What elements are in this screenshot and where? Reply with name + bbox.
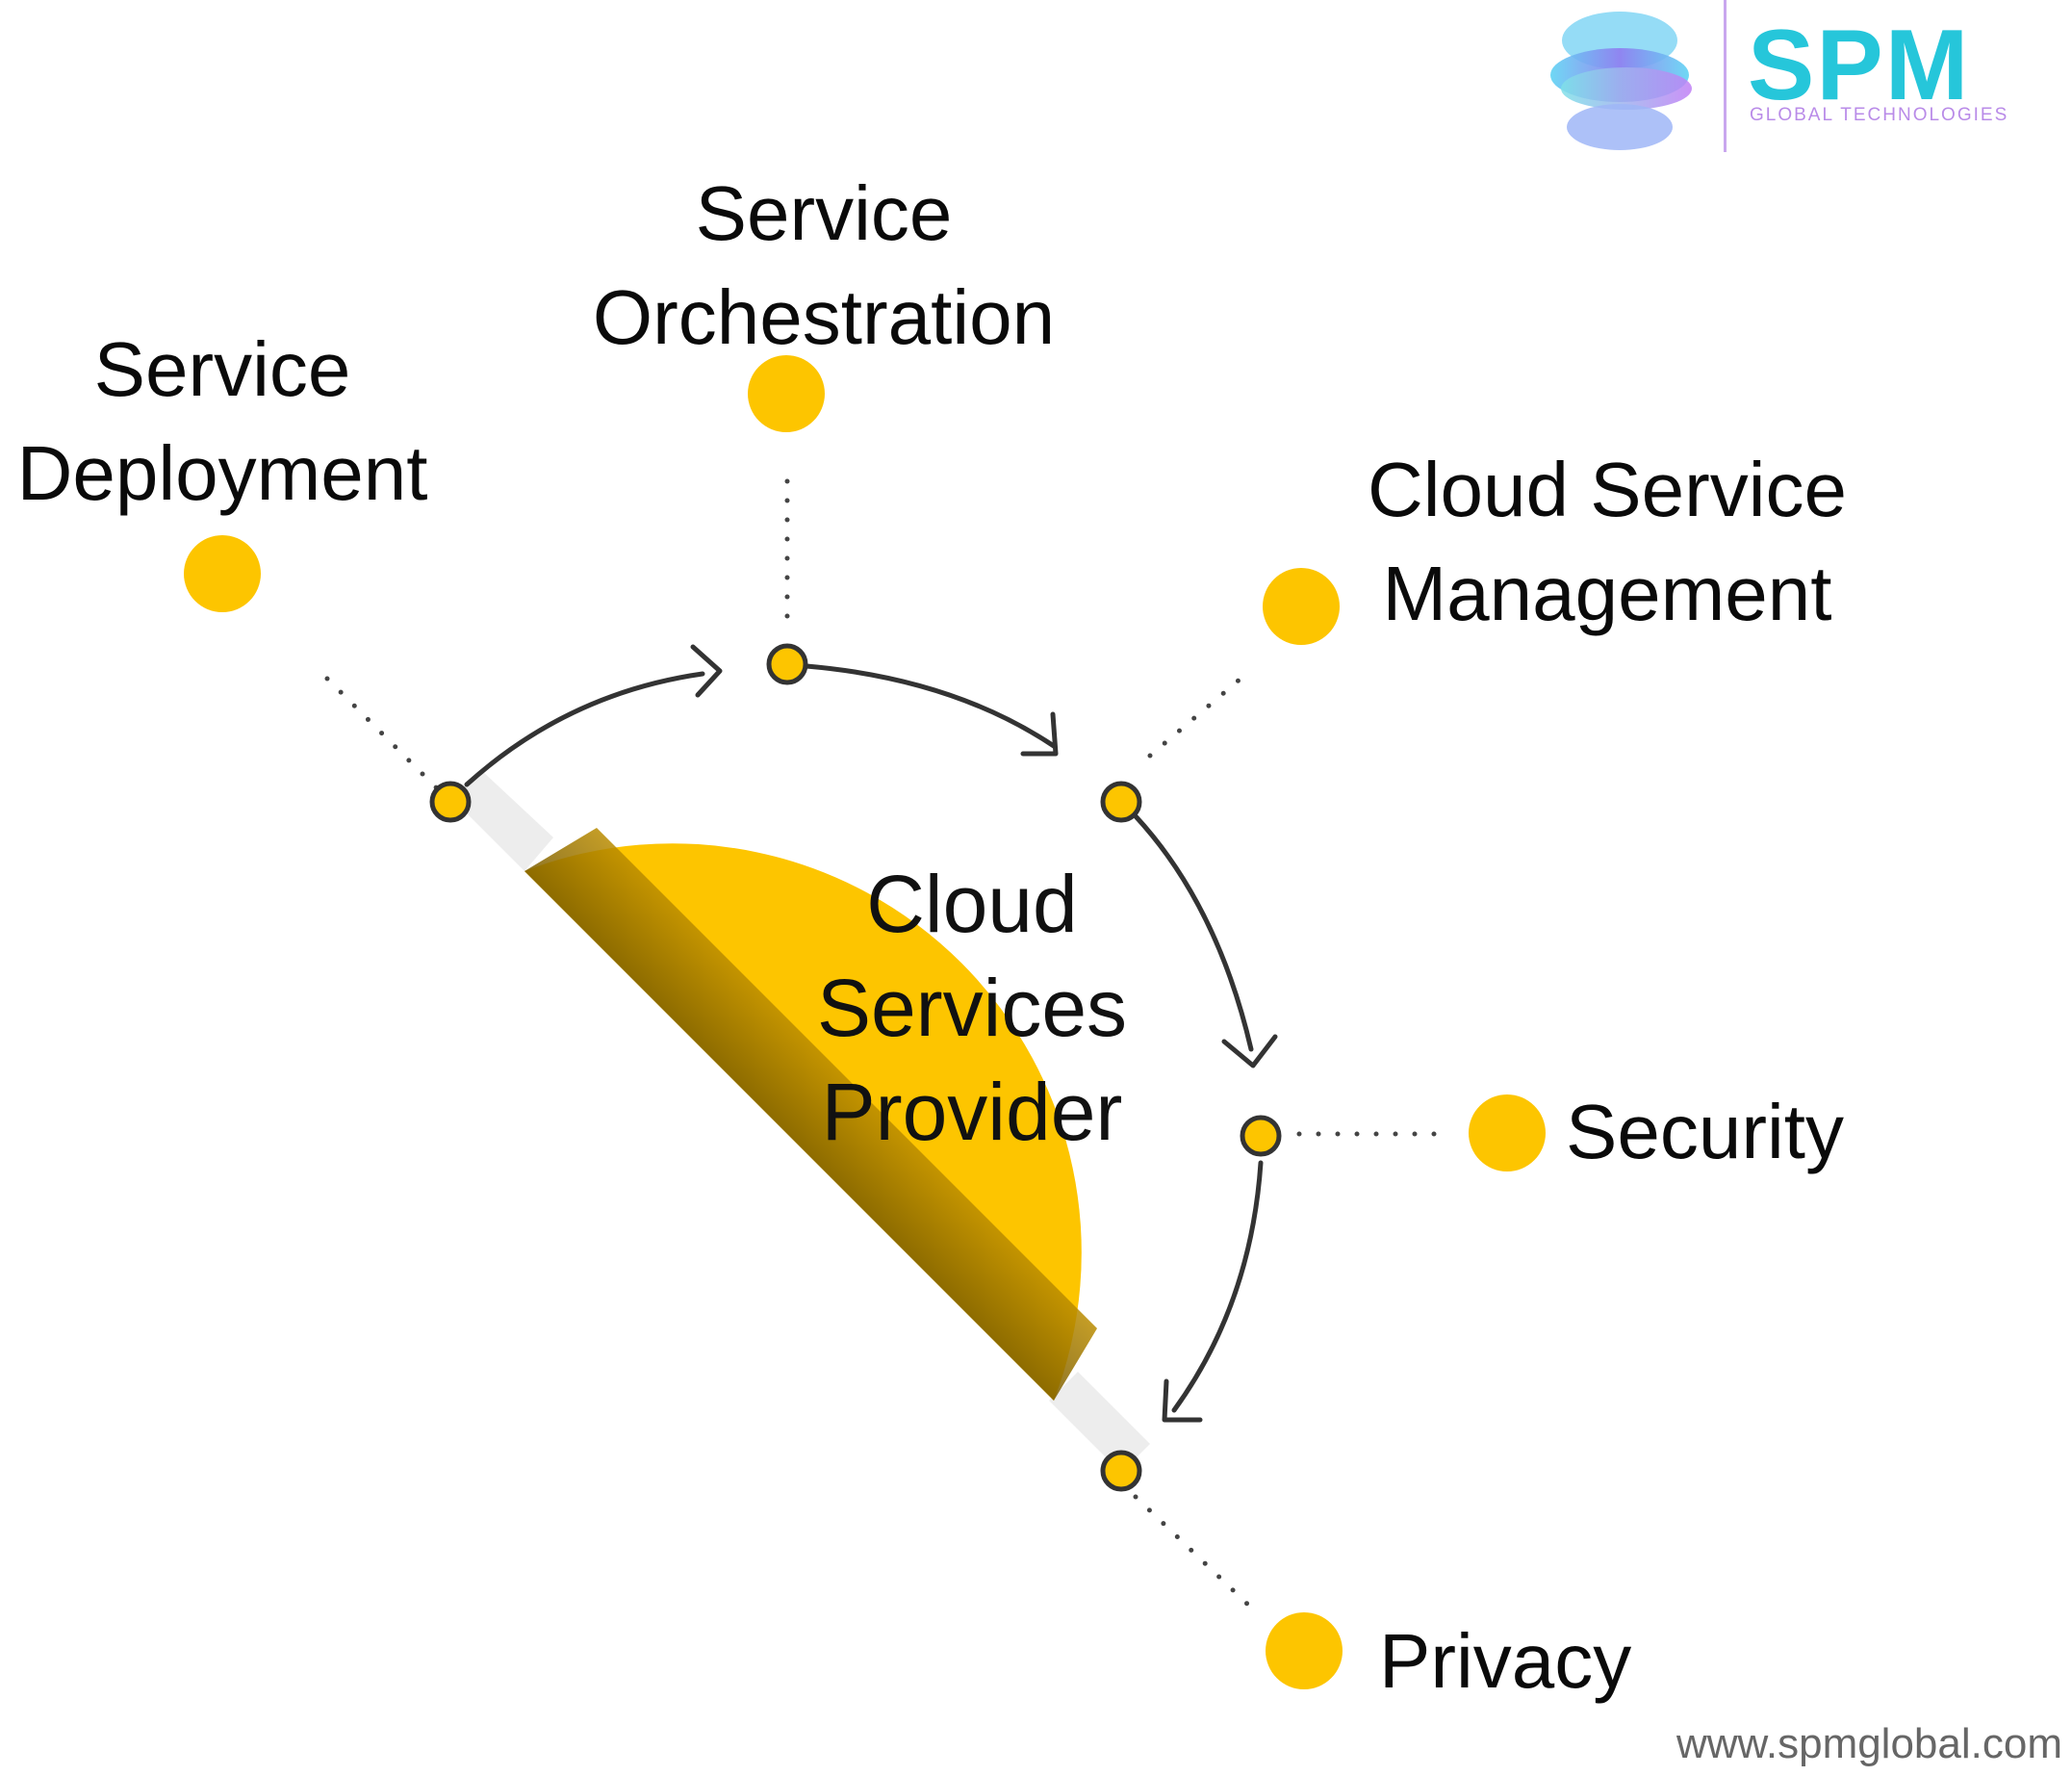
label-service-deployment: Service Deployment (0, 318, 445, 526)
dot-privacy (1266, 1612, 1343, 1689)
spm-logo-icon (1550, 0, 1727, 152)
label-line: Deployment (16, 430, 428, 516)
logo-name: SPM (1748, 10, 1971, 121)
arc-security-to-privacy (1171, 1160, 1264, 1413)
large-dots (184, 355, 1546, 1689)
label-line: Cloud Service (1367, 447, 1847, 532)
dot-security (1469, 1094, 1546, 1171)
label-line: Service (93, 326, 351, 412)
dot-cloud-service-management (1263, 568, 1340, 645)
arrowhead-1 (690, 644, 723, 698)
center-label-line: Provider (821, 1067, 1123, 1157)
label-line: Orchestration (592, 274, 1056, 360)
label-line: Security (1566, 1089, 1844, 1174)
label-line: Service (695, 170, 953, 256)
dot-service-deployment (184, 535, 261, 612)
footer-url[interactable]: www.spmglobal.com (1676, 1720, 2062, 1767)
ring-nodes (429, 643, 1282, 1492)
label-service-orchestration: Service Orchestration (558, 162, 1089, 370)
arc-orchestration-to-management (804, 663, 1057, 749)
connector-cloud-management (1147, 671, 1249, 759)
label-cloud-service-management: Cloud Service Management (1357, 438, 1857, 646)
cloud-provider-fold-shade (524, 828, 1097, 1401)
arrowhead-2 (1020, 711, 1059, 757)
center-label-line: Cloud (866, 859, 1078, 949)
connector-privacy (1133, 1494, 1254, 1610)
arrowhead-3 (1221, 1034, 1278, 1068)
peel-shadow-top (452, 770, 553, 871)
ring-node-orchestration (766, 643, 808, 685)
arc-deployment-to-orchestration (464, 671, 705, 787)
center-label-line: Services (816, 963, 1128, 1053)
connector-service-deployment (324, 676, 441, 792)
logo-subtitle: GLOBAL TECHNOLOGIES (1750, 105, 2009, 125)
ring-node-privacy (1100, 1450, 1142, 1492)
arc-arrows (464, 644, 1278, 1423)
label-privacy: Privacy (1379, 1609, 1631, 1713)
ring-node-security (1240, 1115, 1282, 1157)
dotted-connectors (324, 478, 1446, 1610)
ring-node-deployment (429, 781, 472, 823)
center-label: Cloud Services Provider (770, 852, 1174, 1164)
label-line: Privacy (1379, 1618, 1632, 1704)
dot-service-orchestration (748, 355, 825, 432)
ring-node-management (1100, 781, 1142, 823)
label-security: Security (1566, 1080, 1844, 1184)
arrowhead-4 (1162, 1378, 1203, 1423)
peel-shadow-bottom (1049, 1372, 1150, 1473)
arc-management-to-security (1133, 813, 1254, 1052)
label-line: Management (1382, 551, 1832, 636)
